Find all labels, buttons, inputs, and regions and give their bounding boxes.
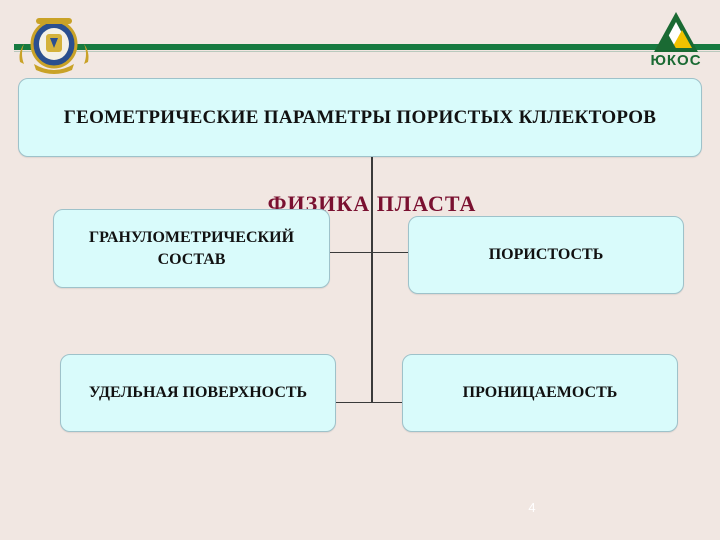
university-emblem-icon	[19, 18, 89, 74]
root-node-geometric-parameters: ГЕОМЕТРИЧЕСКИЕ ПАРАМЕТРЫ ПОРИСТЫХ КЛЛЕКТ…	[18, 78, 702, 157]
connector-horizontal-upper	[330, 252, 408, 253]
node-permeability: ПРОНИЦАЕМОСТЬ	[402, 354, 678, 432]
node-porosity: ПОРИСТОСТЬ	[408, 216, 684, 294]
yukos-logo-icon	[654, 12, 698, 52]
node-granulometric-composition: ГРАНУЛОМЕТРИЧЕСКИЙ СОСТАВ	[53, 209, 330, 288]
header-thin-line	[14, 51, 720, 52]
page-number: 4	[528, 500, 536, 515]
header-green-line	[14, 44, 720, 50]
connector-vertical	[371, 157, 373, 403]
connector-horizontal-lower	[336, 402, 402, 403]
yukos-logo-text: ЮКОС	[650, 52, 702, 69]
node-specific-surface: УДЕЛЬНАЯ ПОВЕРХНОСТЬ	[60, 354, 336, 432]
